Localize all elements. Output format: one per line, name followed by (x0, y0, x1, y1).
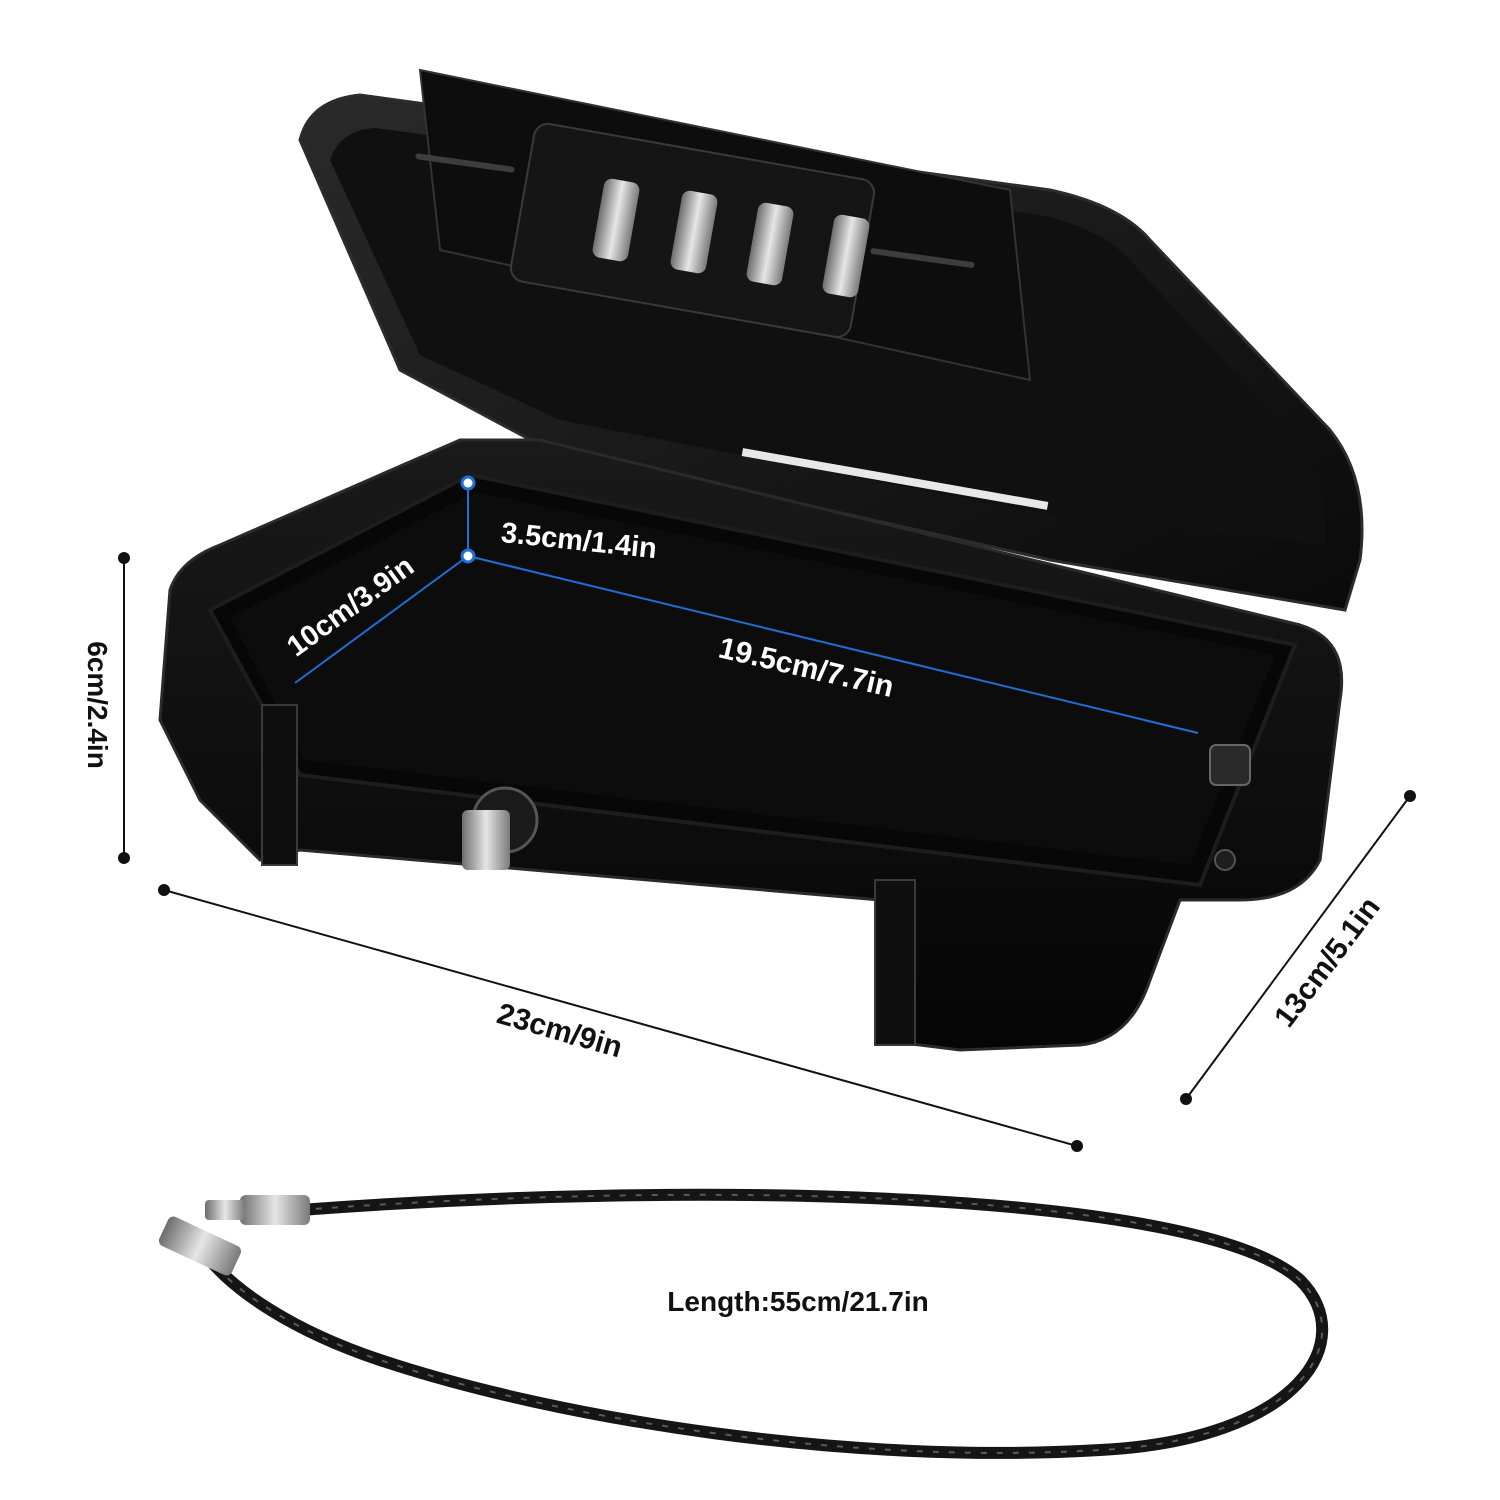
inner-marker-top (460, 475, 476, 491)
cable-end-bottom (158, 1216, 242, 1276)
inner-width-line (294, 555, 469, 684)
width-label: 23cm/9in (493, 997, 626, 1064)
width-line (163, 889, 1078, 1147)
outer-dimension-lines (118, 552, 1416, 1152)
cable-end-top (205, 1195, 310, 1225)
cable-length-label: Length:55cm/21.7in (667, 1286, 928, 1317)
depth-line (1185, 795, 1411, 1100)
inner-marker-corner (460, 548, 476, 564)
box-body (158, 438, 1344, 1052)
key-lock (462, 786, 539, 870)
inner-dimension-lines (294, 475, 1199, 734)
height-label: 6cm/2.4in (82, 641, 113, 769)
inner-length-line (467, 555, 1199, 734)
combination-lock (592, 178, 870, 298)
security-cable (158, 1188, 1329, 1459)
lid (298, 68, 1364, 612)
